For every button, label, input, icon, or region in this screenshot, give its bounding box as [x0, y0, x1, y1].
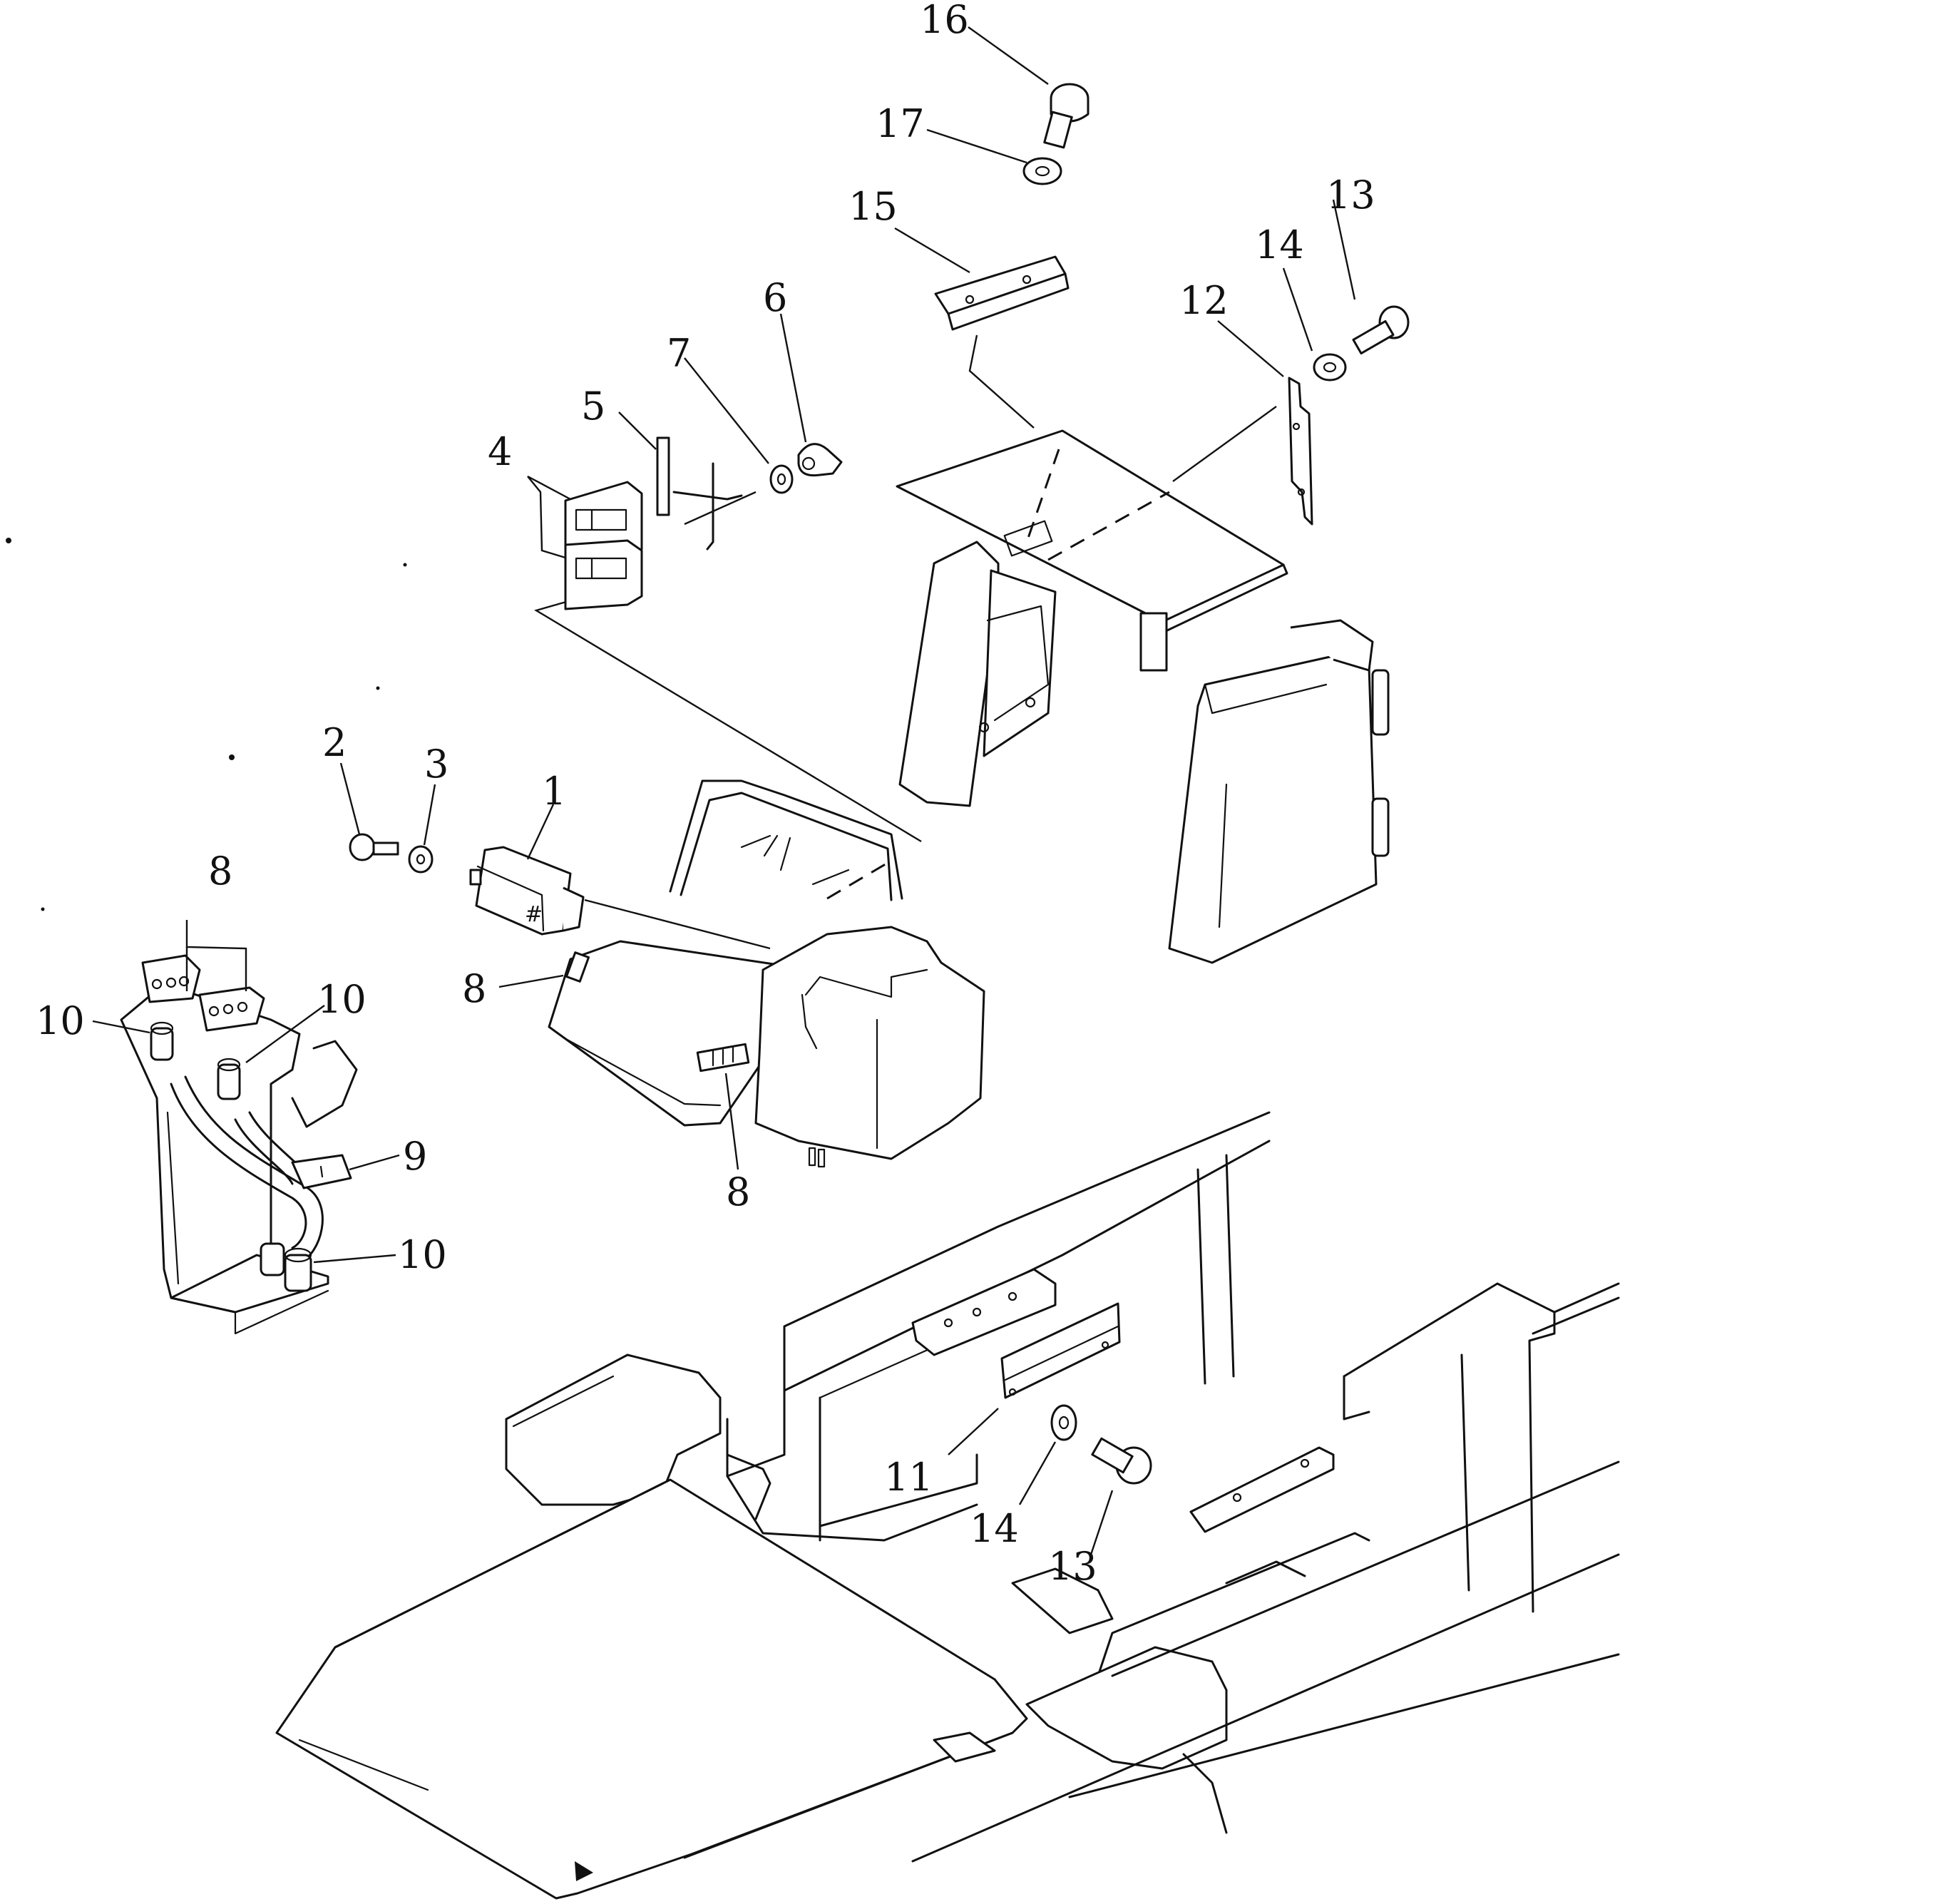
wing-nut-part-6 [797, 443, 843, 477]
callout-14-bottom: 14 [970, 1506, 1019, 1551]
callout-8-bottom: 8 [726, 1169, 750, 1214]
light-unit-part-4 [564, 481, 643, 610]
upper-cover-assembly [896, 429, 1390, 964]
callout-1: 1 [542, 769, 566, 814]
callout-10-left: 10 [36, 998, 85, 1043]
callout-12: 12 [1179, 278, 1229, 323]
washer-part-7 [769, 464, 794, 494]
callout-4: 4 [488, 429, 512, 474]
callout-10-bottom: 10 [398, 1232, 447, 1277]
controller-part-1: # [469, 846, 585, 936]
bracket-part-15 [934, 255, 1070, 331]
washer-part-3 [408, 845, 434, 874]
callout-labels: 16 17 15 13 14 12 6 7 5 4 2 3 1 8 8 8 10… [36, 0, 1375, 1589]
callout-8-mid: 8 [462, 966, 486, 1011]
callout-15: 15 [848, 184, 898, 229]
callout-9: 9 [403, 1134, 427, 1179]
bracket-part-5 [656, 436, 743, 551]
floor-cover-plate [275, 1478, 1028, 1900]
bolt-part-2 [349, 833, 399, 861]
cab-panel-assembly [548, 779, 985, 1168]
bolt-part-13-top [1352, 305, 1410, 355]
callout-17: 17 [876, 101, 925, 146]
callout-10-right: 10 [317, 977, 366, 1022]
valve-stand-assembly [120, 954, 358, 1335]
washer-part-17 [1022, 157, 1062, 185]
callout-3: 3 [424, 742, 448, 787]
machine-frame [505, 1111, 1620, 1863]
callout-leaders [92, 26, 1356, 1555]
callout-7: 7 [667, 331, 691, 376]
bolt-part-16 [1043, 83, 1090, 149]
callout-14-top: 14 [1255, 222, 1304, 267]
callout-6: 6 [763, 275, 787, 320]
washer-part-14-top [1313, 353, 1347, 382]
assembly-lines [534, 334, 1277, 950]
callout-2: 2 [322, 720, 347, 765]
callout-11: 11 [884, 1455, 933, 1500]
svg-text:#: # [525, 902, 543, 927]
callout-13-top: 13 [1326, 173, 1375, 217]
callout-13-bottom: 13 [1048, 1544, 1097, 1589]
callout-8-left: 8 [208, 849, 232, 894]
callout-16: 16 [920, 0, 969, 42]
bracket-part-12 [1288, 377, 1313, 526]
callout-5: 5 [581, 384, 605, 429]
